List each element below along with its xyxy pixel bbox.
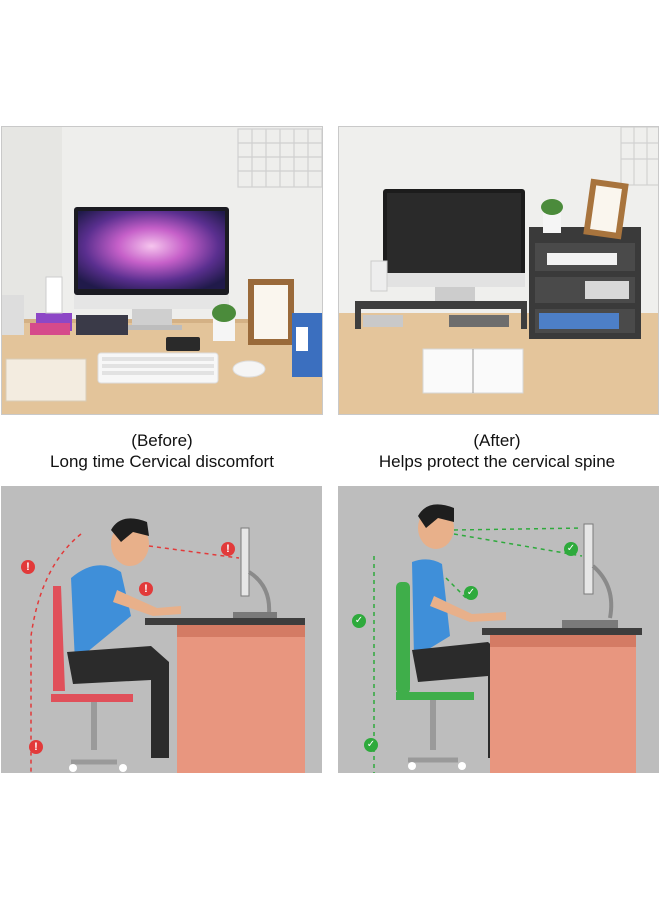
exclamation-icon: ! [21, 560, 35, 574]
check-icon: ✓ [564, 542, 578, 556]
after-caption-text: Helps protect the cervical spine [378, 452, 616, 471]
after-desk-photo [338, 126, 659, 415]
before-caption: (Before) Long time Cervical discomfort [0, 430, 327, 472]
after-tag: (After) [473, 431, 521, 450]
check-icon: ✓ [352, 614, 366, 628]
check-icon: ✓ [364, 738, 378, 752]
exclamation-icon: ! [29, 740, 43, 754]
before-tag: (Before) [131, 431, 193, 450]
exclamation-icon: ! [139, 582, 153, 596]
exclamation-icon: ! [221, 542, 235, 556]
after-posture-illustration: ✓ ✓ ✓ ✓ [338, 486, 659, 773]
before-desk-photo [1, 126, 323, 415]
before-caption-text: Long time Cervical discomfort [50, 452, 274, 471]
check-icon: ✓ [464, 586, 478, 600]
after-caption: (After) Helps protect the cervical spine [332, 430, 660, 472]
before-posture-illustration: ! ! ! ! [1, 486, 322, 773]
